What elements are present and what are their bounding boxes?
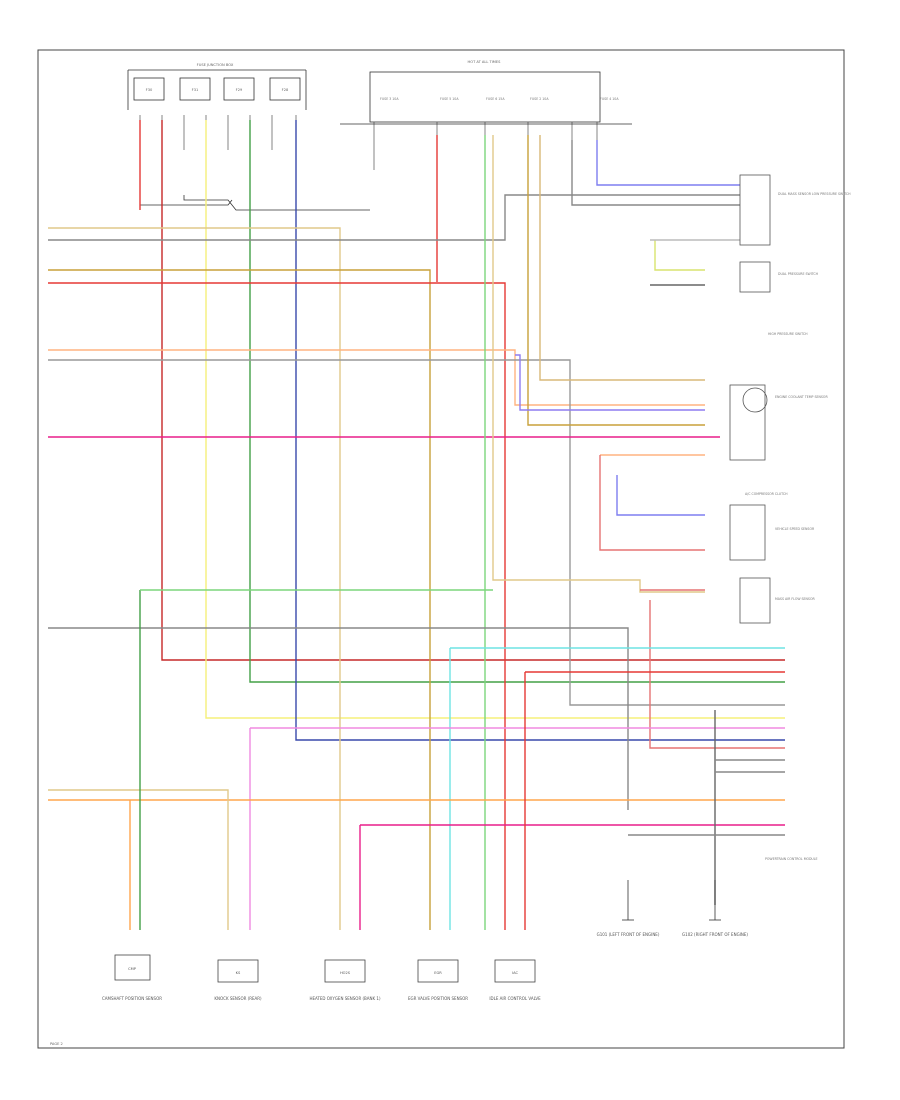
ho2s-box-label: HO2S — [340, 971, 351, 975]
vss-box — [729, 504, 766, 561]
fuse-right-2: FUSE 5 10A — [440, 97, 459, 101]
label-high-pressure-switch: HIGH PRESSURE SWITCH — [768, 332, 808, 336]
fuse-f29: F29 — [236, 88, 243, 92]
fuse-f28: F28 — [282, 88, 289, 92]
ho2s-caption: HEATED OXYGEN SENSOR (BANK 1) — [309, 996, 381, 1001]
page-ref: PAGE 2 — [50, 1042, 63, 1046]
diagram-frame — [37, 49, 845, 1049]
fuse-right-4: FUSE 2 10A — [530, 97, 549, 101]
egr-box-label: EGR — [434, 971, 442, 975]
fuse-block-right: HOT AT ALL TIMES FUSE 3 10A FUSE 5 10A F… — [340, 60, 632, 170]
label-vss: VEHICLE SPEED SENSOR — [775, 527, 815, 531]
fuse-block-left-title: FUSE JUNCTION BOX — [197, 63, 234, 67]
label-dual-mass-sensor: DUAL MASS SENSOR LOW PRESSURE SWITCH — [778, 192, 851, 196]
wires — [48, 120, 785, 930]
label-pcm: POWERTRAIN CONTROL MODULE — [765, 857, 818, 861]
ks-caption: KNOCK SENSOR (REAR) — [214, 996, 262, 1001]
right-components — [729, 174, 771, 624]
fuse-block-right-title: HOT AT ALL TIMES — [468, 60, 502, 64]
iac-caption: IDLE AIR CONTROL VALVE — [489, 996, 541, 1001]
cmp-caption: CAMSHAFT POSITION SENSOR — [102, 996, 162, 1001]
fuse-block-left: FUSE JUNCTION BOX F30 F31 F29 F28 — [127, 63, 370, 211]
label-ac-compressor: A/C COMPRESSOR CLUTCH — [745, 492, 788, 496]
label-dual-pressure-switch: DUAL PRESSURE SWITCH — [778, 272, 819, 276]
ks-box-label: KS — [236, 971, 241, 975]
pressure-switch-box — [739, 261, 771, 293]
fuse-right-5: FUSE 4 10A — [600, 97, 619, 101]
fuse-f30: F30 — [146, 88, 153, 92]
cmp-box-label: CMP — [128, 967, 137, 971]
fuse-f31: F31 — [192, 88, 199, 92]
dual-pressure-switch-box — [739, 174, 771, 246]
maf-box — [739, 577, 771, 624]
label-maf: MASS AIR FLOW SENSOR — [775, 597, 815, 601]
egr-caption: EGR VALVE POSITION SENSOR — [408, 996, 468, 1001]
ground-label-2: G102 (RIGHT FRONT OF ENGINE) — [682, 932, 748, 937]
fuse-right-3: FUSE 6 15A — [486, 97, 505, 101]
ground-label-1: G101 (LEFT FRONT OF ENGINE) — [597, 932, 660, 937]
label-ect-sensor: ENGINE COOLANT TEMP SENSOR — [775, 395, 828, 399]
fuse-right-1: FUSE 3 10A — [380, 97, 399, 101]
bottom-components — [114, 954, 536, 983]
ect-sensor-box — [729, 384, 766, 461]
ground-symbols — [622, 880, 721, 921]
iac-box-label: IAC — [512, 971, 518, 975]
